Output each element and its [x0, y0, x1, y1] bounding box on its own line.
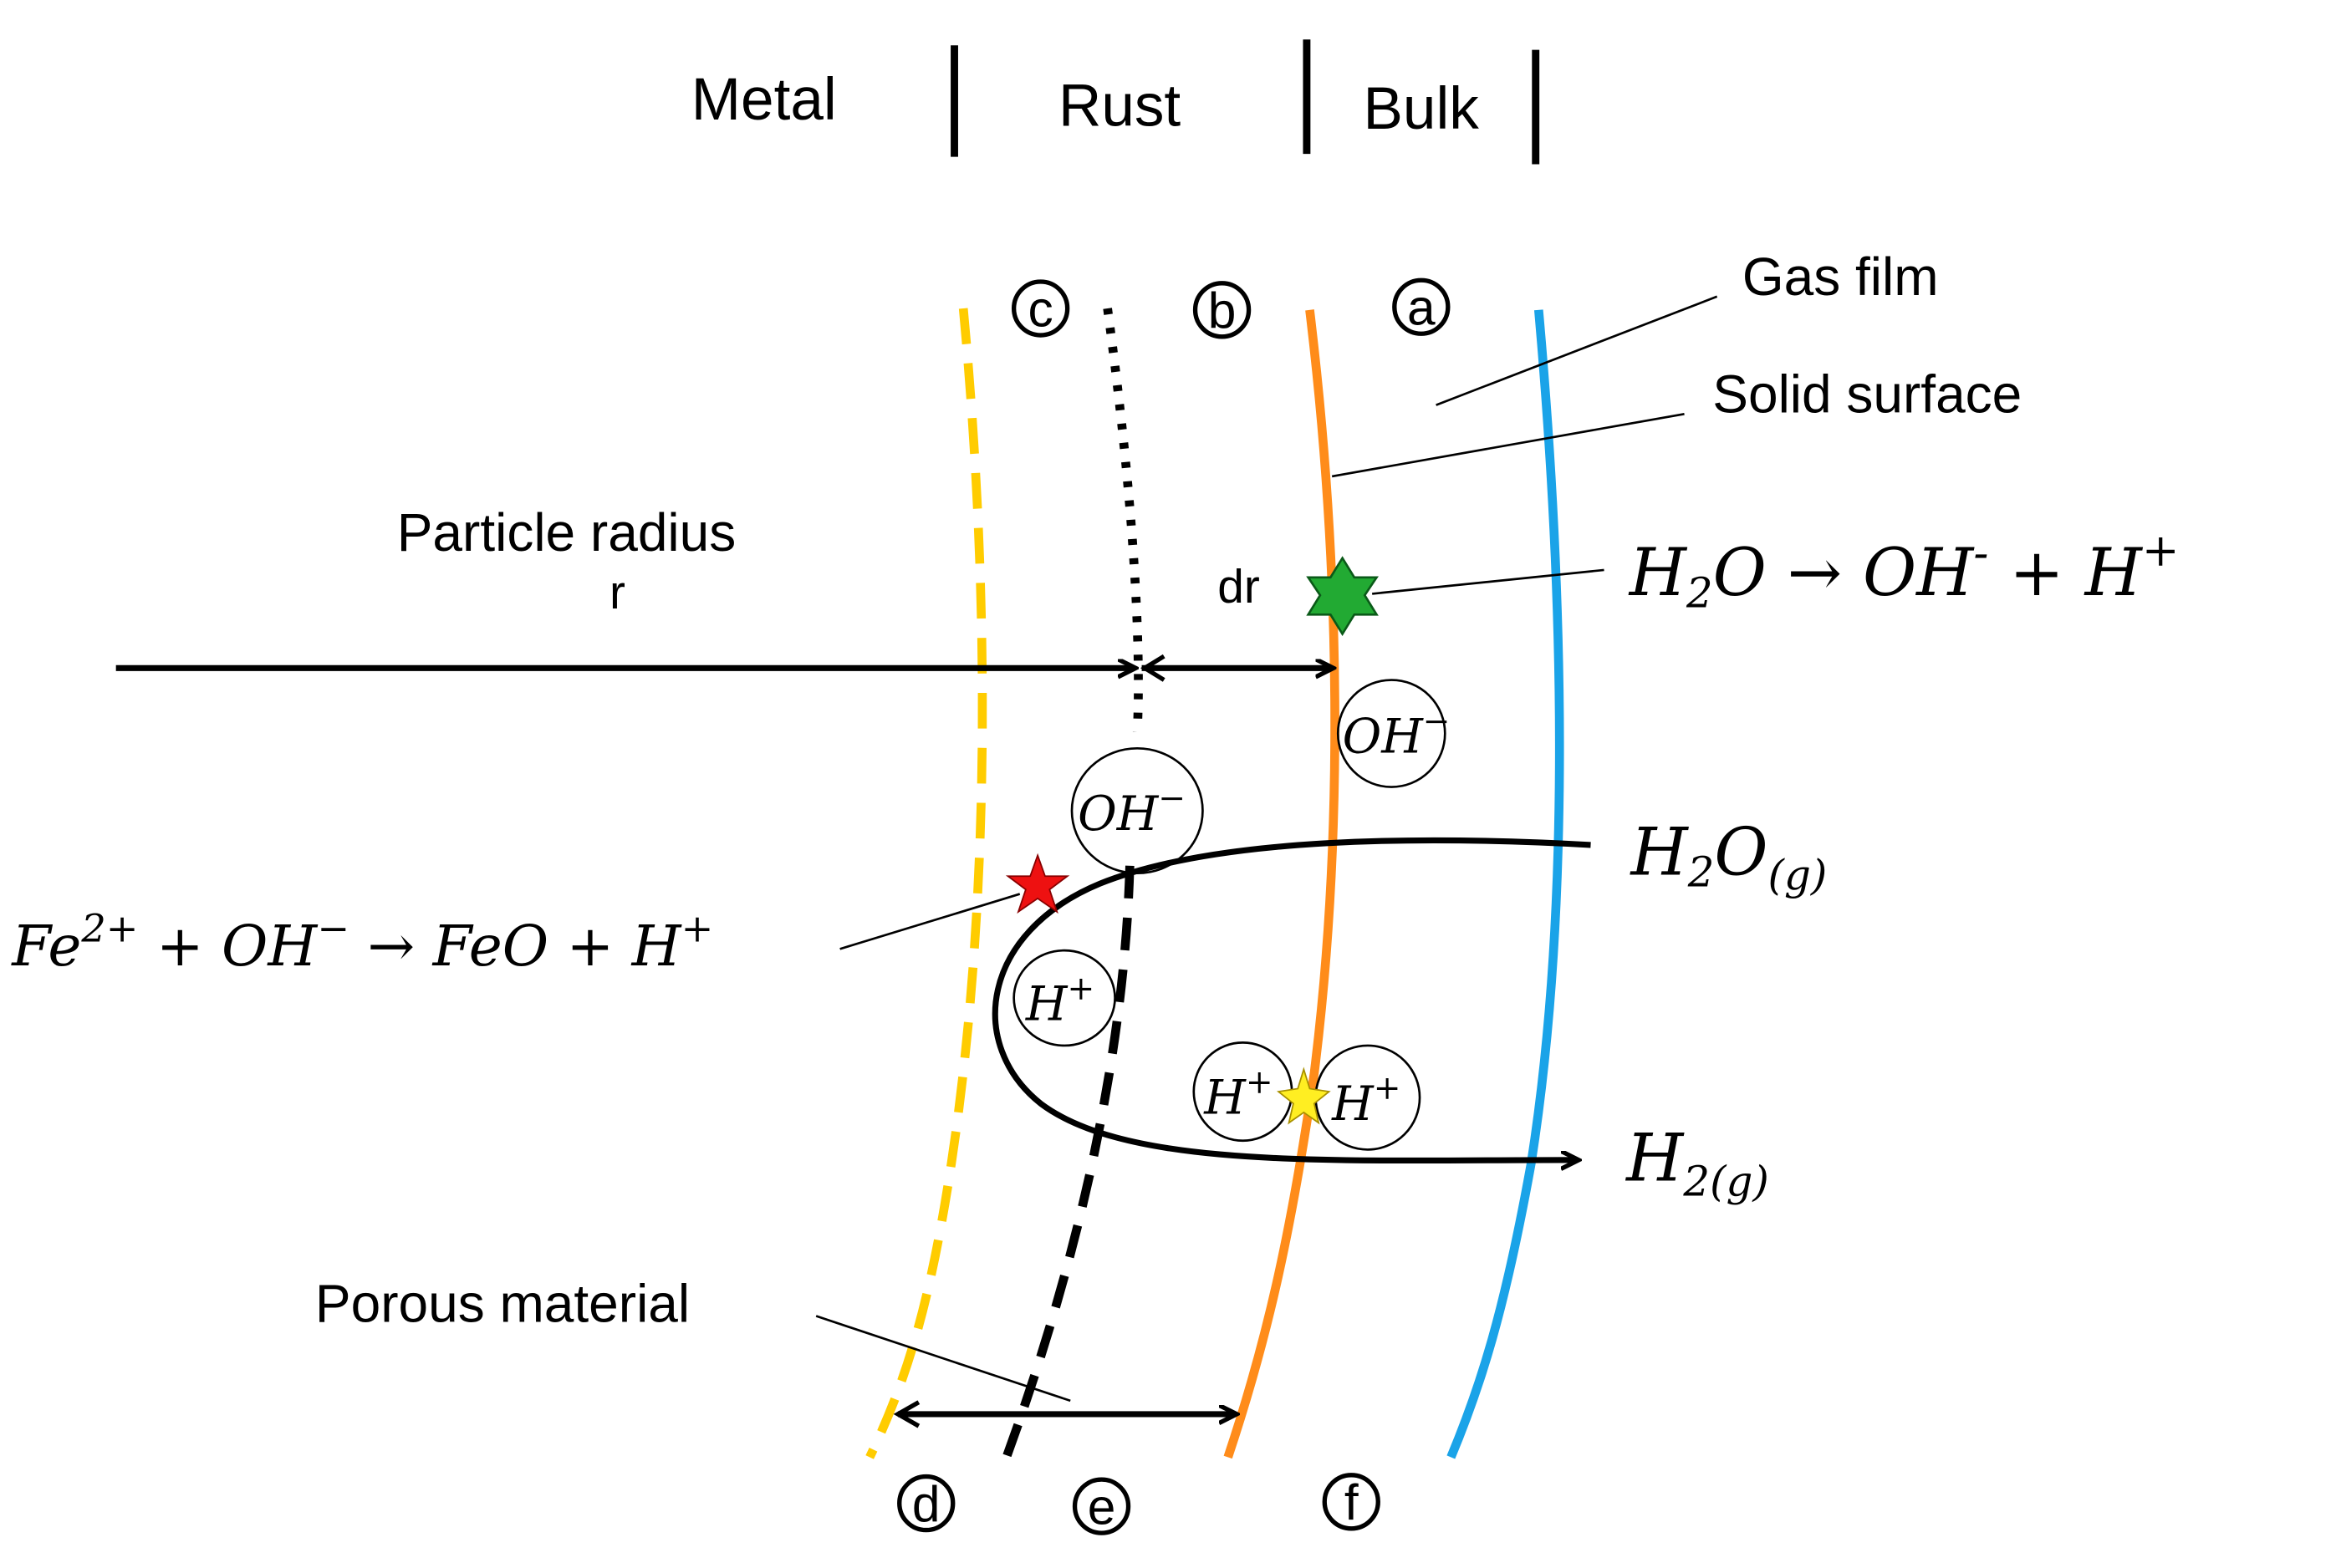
svg-text:H+: H+: [1203, 1064, 1273, 1126]
svg-text:a: a: [1407, 279, 1436, 336]
surface-reaction-star: [1306, 556, 1379, 636]
zone-label-rust: Rust: [1058, 73, 1181, 139]
svg-text:OH−: OH−: [1343, 703, 1451, 765]
marker-c: c: [1011, 279, 1070, 338]
species-h-rust: H+: [1012, 949, 1116, 1047]
label-gas-film: Gas film: [1742, 247, 1939, 307]
label-particle-radius: Particle radius: [397, 502, 736, 563]
porous-material-leader: [815, 1315, 1071, 1403]
svg-text:c: c: [1028, 280, 1053, 337]
dr-arrow-back-head: [1140, 654, 1166, 682]
label-porous-material: Porous material: [315, 1274, 690, 1334]
species-h-left: H+: [1192, 1041, 1293, 1143]
label-h2o-gas: H2O(g): [1630, 814, 1828, 899]
label-r: r: [610, 566, 625, 619]
metal-reaction-star: [1005, 853, 1070, 914]
zone-label-metal: Metal: [691, 67, 837, 133]
svg-text:H+: H+: [1025, 970, 1094, 1032]
label-h2-gas: H2(g): [1625, 1121, 1769, 1206]
equation-iron-oxidation: Fe2+ + OH− → FeO + H+: [10, 905, 713, 978]
svg-text:b: b: [1208, 282, 1237, 339]
gas-film-leader: [1436, 295, 1718, 406]
label-dr: dr: [1217, 560, 1260, 613]
species-oh-surface: OH−: [1336, 679, 1451, 788]
reaction-front-curve-lower: [1002, 865, 1135, 1459]
iron-oxidation-leader: [839, 893, 1021, 950]
gas-film-boundary-curve: [1446, 309, 1564, 1459]
recombination-star: [1276, 1067, 1331, 1125]
label-solid-surface: Solid surface: [1712, 364, 2022, 424]
water-dissociation-leader: [1372, 568, 1604, 595]
gas-reaction-loop: [992, 837, 1591, 1160]
solid-surface-leader: [1331, 412, 1685, 478]
marker-b: b: [1192, 281, 1252, 339]
species-h-right: H+: [1314, 1044, 1421, 1151]
marker-e: e: [1072, 1477, 1131, 1535]
svg-text:d: d: [912, 1475, 941, 1532]
metal-boundary-curve: [865, 308, 987, 1459]
svg-text:OH−: OH−: [1078, 780, 1186, 842]
equation-water-dissociation: H2O → OH- + H+: [1628, 524, 2180, 618]
marker-a: a: [1392, 277, 1451, 336]
species-oh-rust: OH−: [1070, 746, 1204, 875]
svg-text:e: e: [1088, 1478, 1116, 1535]
svg-text:H+: H+: [1331, 1070, 1400, 1132]
marker-f: f: [1322, 1473, 1380, 1531]
solid-surface-curve: [1223, 309, 1339, 1459]
marker-d: d: [897, 1474, 956, 1533]
porous-width-arrow-back-head: [893, 1400, 921, 1428]
zone-label-bulk: Bulk: [1363, 76, 1479, 142]
svg-text:f: f: [1344, 1474, 1359, 1530]
